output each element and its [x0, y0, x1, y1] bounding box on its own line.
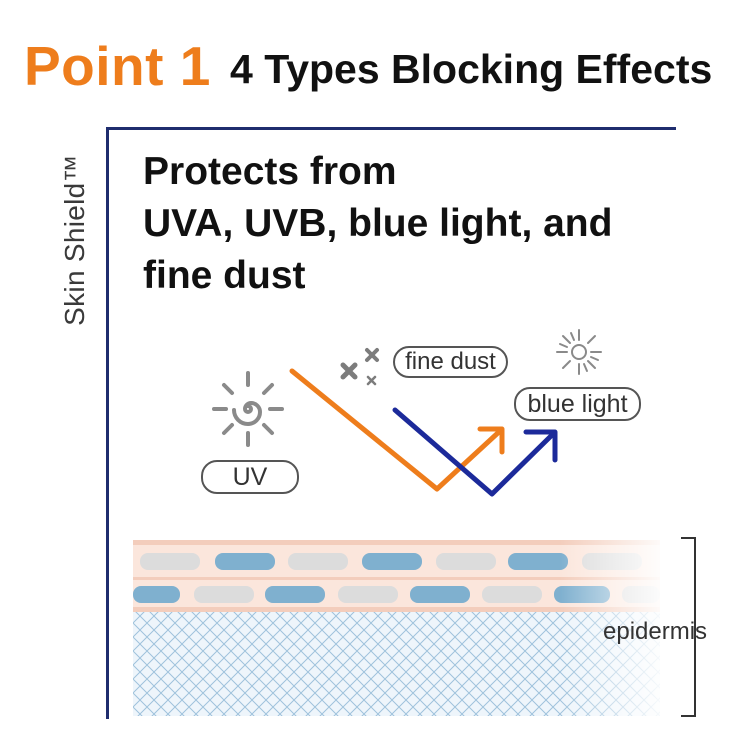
headline: Protects from UVA, UVB, blue light, and …: [143, 146, 723, 302]
epidermis-label: epidermis: [603, 618, 708, 645]
dust-particles-icon: [340, 348, 379, 386]
headline-line-2: UVA, UVB, blue light, and: [143, 202, 613, 245]
sun-spiral-icon: [212, 371, 284, 447]
sparkle-sun-icon: [556, 329, 602, 375]
frame-left-border: [106, 127, 109, 719]
point-label: Point 1: [24, 35, 211, 97]
orange-reflection-arrow: [289, 368, 505, 492]
section-title: 4 Types Blocking Effects: [230, 46, 713, 92]
fine-dust-label: fine dust: [393, 346, 508, 378]
skin-layer-illustration: [133, 540, 660, 716]
headline-line-3: fine dust: [143, 254, 306, 297]
blue-light-label: blue light: [514, 387, 641, 421]
headline-line-1: Protects from: [143, 150, 397, 193]
uv-label: UV: [201, 460, 299, 494]
blue-reflection-arrow: [392, 407, 558, 497]
epidermis-bracket: [681, 537, 696, 717]
frame-top-border: [106, 127, 676, 130]
